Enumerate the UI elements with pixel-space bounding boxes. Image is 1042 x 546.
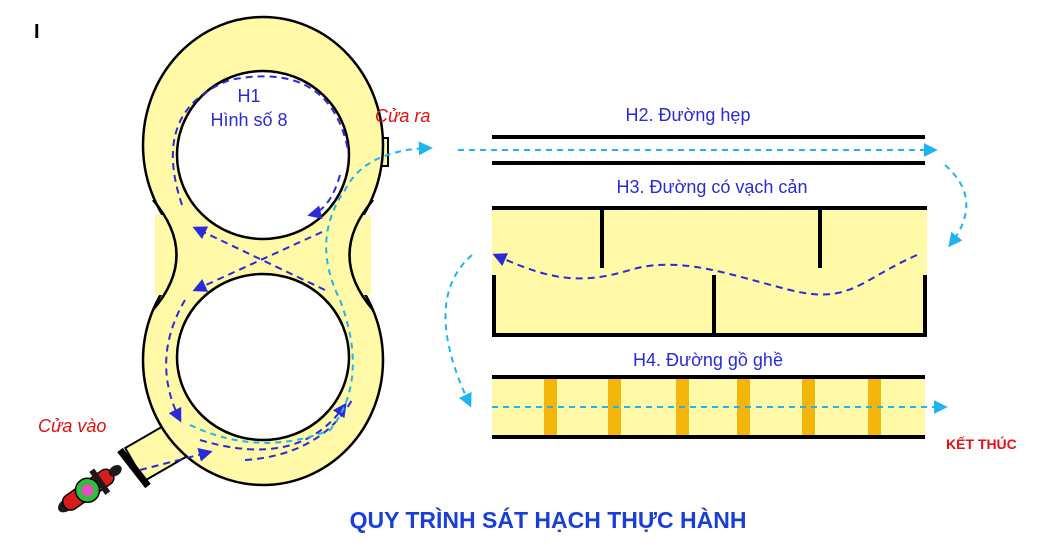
- obstacle-road-route: [492, 253, 918, 296]
- figure-eight-exit-route: [189, 141, 433, 444]
- bumpy-road-surface: [492, 377, 925, 437]
- narrow-road: [458, 135, 938, 165]
- connector-h2-h3: [944, 164, 968, 248]
- obstacle-road: [492, 206, 927, 337]
- route-lower-left: [165, 299, 186, 423]
- h2-label: H2. Đường hẹp: [626, 105, 751, 125]
- corner-mark: I: [34, 21, 40, 43]
- waist-left-edge: [152, 199, 178, 311]
- h1-code: H1: [237, 86, 260, 106]
- h4-label: H4. Đường gồ ghề: [633, 350, 783, 370]
- h3-label: H3. Đường có vạch cản: [617, 177, 808, 197]
- exit-label: Cửa ra: [375, 106, 430, 126]
- bumpy-road: [492, 375, 948, 439]
- diagram-title: QUY TRÌNH SÁT HẠCH THỰC HÀNH: [350, 506, 747, 533]
- h1-name: Hình số 8: [210, 110, 287, 130]
- route-upper-return: [307, 174, 341, 220]
- route-exit-path: [189, 141, 433, 444]
- route-cross-up: [192, 226, 326, 291]
- bump-4: [737, 379, 750, 435]
- bump-5: [802, 379, 815, 435]
- route-lower-bottom: [199, 402, 347, 451]
- lower-island: [175, 272, 351, 442]
- connector-h3-h4: [444, 254, 473, 408]
- bump-6: [868, 379, 881, 435]
- figure-eight-route: [139, 75, 353, 471]
- waist-right-edge: [348, 199, 374, 311]
- route-upper-loop: [171, 75, 349, 206]
- entry-label: Cửa vào: [38, 416, 106, 436]
- motorcycle-icon: [58, 465, 122, 513]
- entry-gate-bar: [117, 447, 151, 489]
- finish-label: KẾT THÚC: [946, 435, 1017, 452]
- obstacle-road-surface: [492, 208, 927, 335]
- upper-island: [175, 69, 351, 241]
- route-entry-arrow: [139, 448, 213, 471]
- figure-eight-track: [117, 15, 389, 489]
